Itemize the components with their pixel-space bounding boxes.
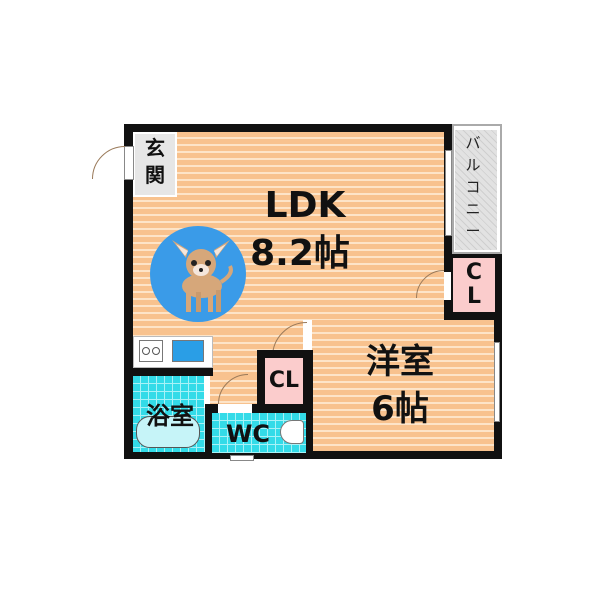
bathtub-icon [136, 416, 200, 448]
wc-door[interactable] [218, 404, 252, 413]
sink-icon [172, 340, 204, 362]
western-room-size: 6帖 [371, 389, 429, 429]
western-room-name: 洋室 [366, 342, 434, 382]
bathroom-label: 浴室 [146, 402, 194, 430]
entrance-area [133, 132, 177, 197]
western-room-door[interactable] [303, 320, 312, 360]
closet-center [265, 358, 303, 404]
stove-icon [139, 340, 163, 362]
balcony-label: バ ル コ ニ ー [460, 132, 486, 242]
dog-icon [172, 240, 233, 312]
balcony-char: ル [465, 156, 481, 174]
ldk-name: LDK [264, 185, 346, 226]
balcony-char: ー [465, 222, 481, 240]
western-room-floor [312, 320, 494, 451]
western-room-window [494, 342, 500, 422]
balcony-area [455, 130, 497, 250]
closet-right [453, 258, 495, 312]
ldk-size: 8.2帖 [250, 233, 350, 274]
toilet-icon [280, 420, 304, 444]
wc-floor [212, 413, 306, 453]
closet-right-label-2: L [466, 284, 482, 309]
closet-center-label: CL [268, 368, 300, 393]
balcony-char: バ [465, 134, 481, 152]
bathroom-door[interactable] [204, 376, 210, 408]
balcony-char: ニ [465, 200, 481, 218]
wc-label: WC [225, 420, 271, 448]
balcony-window [445, 150, 452, 236]
wc-window [230, 455, 254, 461]
kitchen-bath-wall [133, 368, 213, 376]
entrance-label-1: 玄 [145, 136, 165, 160]
entrance-label-2: 関 [145, 163, 165, 187]
entrance-door-opening [124, 146, 134, 180]
balcony-char: コ [465, 178, 481, 196]
closet-right-label-1: C [465, 260, 483, 285]
closet-right-door[interactable] [444, 272, 451, 300]
